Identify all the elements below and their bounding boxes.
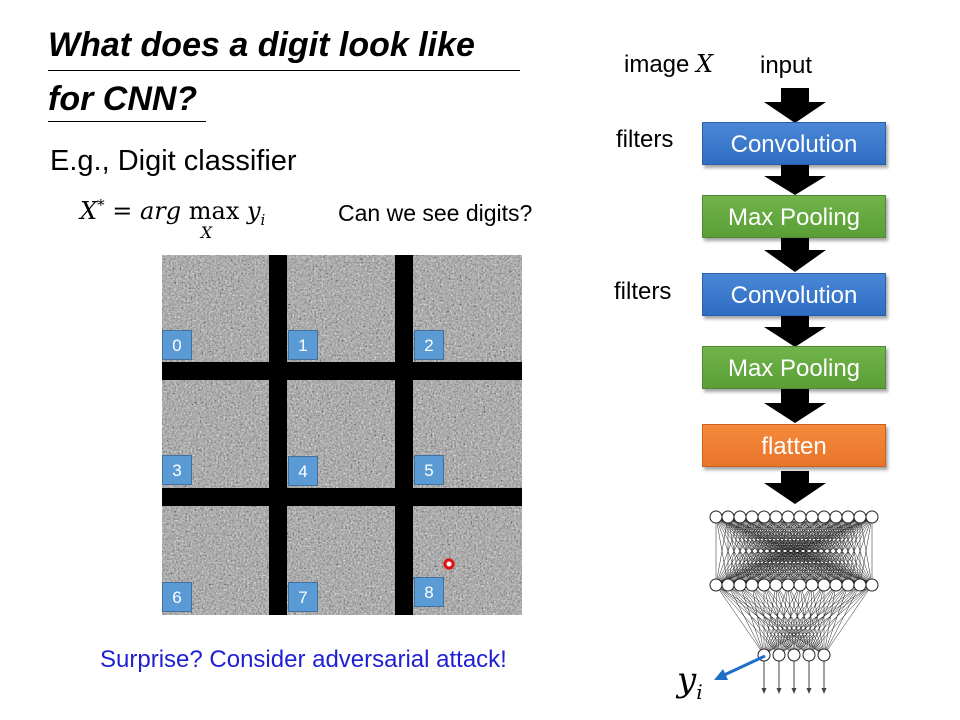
- neuron-node: [733, 578, 747, 592]
- neuron-node: [853, 510, 867, 524]
- neuron-node: [817, 578, 831, 592]
- grid-line-h2: [162, 488, 522, 506]
- formula-arg: arg: [139, 197, 189, 225]
- neuron-node: [745, 578, 759, 592]
- output-pointer-arrow-icon: [714, 654, 766, 680]
- surprise-text: Surprise? Consider adversarial attack!: [100, 646, 507, 673]
- digit-label-5: 5: [414, 455, 444, 485]
- filters-label-1: filters: [616, 126, 674, 153]
- input-label: input: [760, 52, 813, 79]
- pointer-dot-icon: [443, 558, 455, 570]
- convolution-block-1: Convolution: [702, 122, 886, 165]
- neuron-node: [781, 510, 795, 524]
- arrow-down-icon: [764, 313, 826, 347]
- neuron-node: [805, 578, 819, 592]
- title-underline-2: [48, 121, 206, 122]
- digit-label-2: 2: [414, 330, 444, 360]
- digit-label-4: 4: [288, 456, 318, 486]
- neuron-node: [865, 510, 879, 524]
- slide-title-line-2: for CNN?: [48, 80, 198, 118]
- formula-equals: =: [104, 197, 140, 225]
- neuron-node: [817, 510, 831, 524]
- neuron-node: [772, 648, 786, 662]
- neuron-node: [793, 578, 807, 592]
- digit-label-0: 0: [162, 330, 192, 360]
- neuron-node: [793, 510, 807, 524]
- neuron-node: [721, 578, 735, 592]
- neuron-node: [829, 510, 843, 524]
- max-pooling-block-1: Max Pooling: [702, 195, 886, 238]
- digit-label-7: 7: [288, 582, 318, 612]
- question-text: Can we see digits?: [338, 200, 533, 226]
- example-text: E.g., Digit classifier: [50, 145, 297, 177]
- formula-y-subscript: i: [260, 210, 266, 229]
- fully-connected-network: [709, 510, 879, 694]
- neuron-node: [781, 578, 795, 592]
- image-x-var: X: [696, 50, 714, 78]
- convolution-block-2: Convolution: [702, 273, 886, 316]
- grid-line-v2: [395, 255, 413, 615]
- neuron-node: [829, 578, 843, 592]
- digit-label-6: 6: [162, 582, 192, 612]
- neuron-node: [709, 578, 723, 592]
- neuron-node: [817, 648, 831, 662]
- digit-label-1: 1: [288, 330, 318, 360]
- arrow-down-icon: [764, 389, 826, 423]
- arrow-down-icon: [764, 236, 826, 272]
- neuron-node: [769, 510, 783, 524]
- image-x-label: image X: [624, 50, 714, 78]
- formula-x: X: [80, 197, 98, 225]
- digit-grid-image: 0 1 2 3 4 5 6 7 8: [162, 255, 522, 615]
- neuron-node: [733, 510, 747, 524]
- neuron-node: [709, 510, 723, 524]
- noise-grid-svg: [162, 255, 522, 615]
- neuron-node: [853, 578, 867, 592]
- flatten-block: flatten: [702, 424, 886, 467]
- neuron-node: [757, 578, 771, 592]
- neuron-node: [745, 510, 759, 524]
- title-underline-1: [48, 70, 520, 71]
- neuron-node: [865, 578, 879, 592]
- max-pooling-block-2: Max Pooling: [702, 346, 886, 389]
- neuron-node: [721, 510, 735, 524]
- neuron-node: [841, 510, 855, 524]
- neuron-node: [757, 510, 771, 524]
- pipeline-arrows: [764, 88, 826, 504]
- filters-label-2: filters: [614, 278, 672, 305]
- neuron-node: [802, 648, 816, 662]
- digit-label-3: 3: [162, 455, 192, 485]
- arrow-down-icon: [764, 88, 826, 123]
- digit-label-8: 8: [414, 577, 444, 607]
- neuron-node: [769, 578, 783, 592]
- grid-line-h1: [162, 362, 522, 380]
- grid-line-v1: [269, 255, 287, 615]
- formula-y: y: [239, 197, 261, 225]
- arrow-down-icon: [764, 162, 826, 195]
- formula-star: *: [97, 196, 105, 214]
- arrow-down-icon: [764, 471, 826, 504]
- output-yi-label: yi: [677, 660, 703, 704]
- neuron-node: [805, 510, 819, 524]
- neuron-node: [841, 578, 855, 592]
- formula-max-subscript: X: [200, 223, 213, 242]
- slide-title-line-1: What does a digit look like: [48, 26, 475, 64]
- neuron-node: [787, 648, 801, 662]
